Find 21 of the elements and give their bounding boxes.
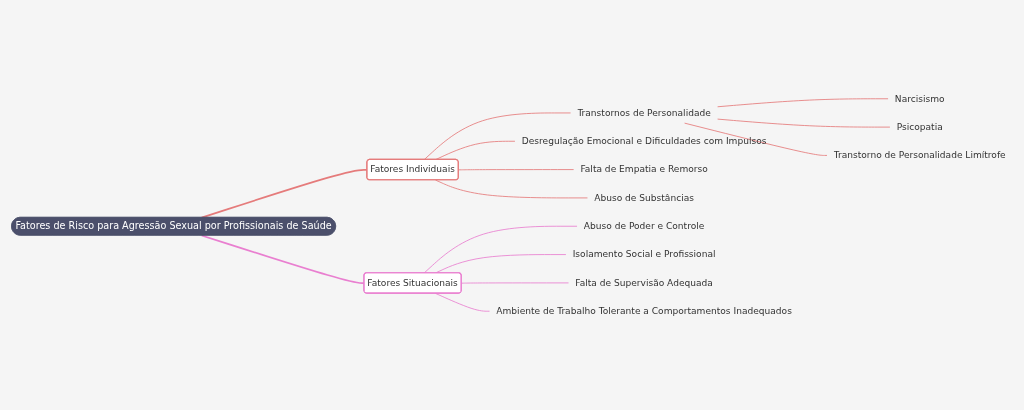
connector [423, 225, 578, 274]
node-text: Transtorno de Personalidade Limítrofe [833, 149, 1006, 161]
node-text: Psicopatia [896, 121, 943, 133]
node-text: Falta de Empatia e Remorso [580, 163, 708, 175]
connector [458, 169, 575, 171]
node-text: Ambiente de Trabalho Tolerante a Comportamentos Inadequados [496, 305, 792, 317]
node-text: Transtornos de Personalidade [577, 107, 711, 119]
connector [717, 118, 891, 128]
connector [684, 122, 828, 156]
node-text: Isolamento Social e Profissional [572, 248, 716, 260]
connector [435, 140, 516, 161]
node-text: Abuso de Substâncias [594, 192, 694, 204]
node-text: Narcisismo [894, 93, 945, 104]
node-text: Falta de Supervisão Adequada [575, 277, 713, 288]
connector [423, 112, 571, 161]
connector [435, 179, 588, 199]
connector [461, 282, 569, 284]
connector [435, 292, 490, 312]
connector [717, 98, 889, 108]
node-text: Desregulação Emocional e Dificuldades com Impulsos [521, 135, 767, 147]
node-text: Abuso de Poder e Controle [583, 220, 705, 232]
